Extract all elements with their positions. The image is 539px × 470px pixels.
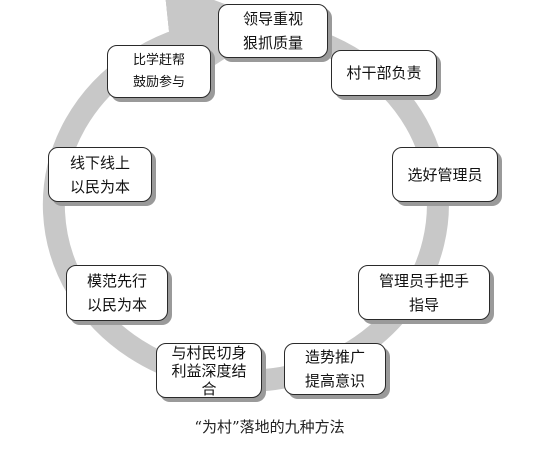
node-village-cadre: 村干部负责 (331, 50, 437, 96)
node-village-cadre-line-1: 村干部负责 (346, 64, 422, 82)
node-administrator: 选好管理员 (392, 147, 498, 202)
diagram-caption: “为村”落地的九种方法 (194, 418, 345, 436)
node-promotion: 造势推广 提高意识 (284, 343, 386, 395)
node-hands-on-guidance-line-2: 指导 (408, 295, 439, 314)
node-online-offline-line-1: 线下线上 (69, 153, 130, 172)
node-online-offline: 线下线上 以民为本 (48, 147, 152, 202)
node-role-models-line-2: 以民为本 (86, 296, 147, 314)
node-leadership: 领导重视 狠抓质量 (218, 4, 328, 58)
node-online-offline-line-2: 以民为本 (69, 177, 130, 196)
node-hands-on-guidance: 管理员手把手 指导 (358, 265, 490, 320)
node-competition-line-1: 比学赶帮 (132, 52, 185, 68)
node-administrator-line-1: 选好管理员 (407, 165, 483, 184)
node-villager-interests: 与村民切身 利益深度结 合 (156, 343, 262, 398)
node-hands-on-guidance-line-1: 管理员手把手 (378, 271, 469, 290)
node-competition: 比学赶帮 鼓励参与 (107, 45, 211, 98)
node-villager-interests-line-1: 与村民切身 (171, 343, 247, 362)
node-leadership-line-2: 狠抓质量 (242, 34, 303, 52)
node-competition-line-2: 鼓励参与 (132, 74, 185, 90)
node-promotion-line-2: 提高意识 (304, 372, 365, 390)
node-villager-interests-line-2: 利益深度结 (171, 361, 247, 380)
node-promotion-line-1: 造势推广 (304, 348, 365, 366)
node-villager-interests-line-3: 合 (201, 379, 217, 398)
node-leadership-line-1: 领导重视 (242, 10, 303, 28)
node-role-models: 模范先行 以民为本 (66, 265, 168, 321)
node-role-models-line-1: 模范先行 (86, 272, 147, 290)
